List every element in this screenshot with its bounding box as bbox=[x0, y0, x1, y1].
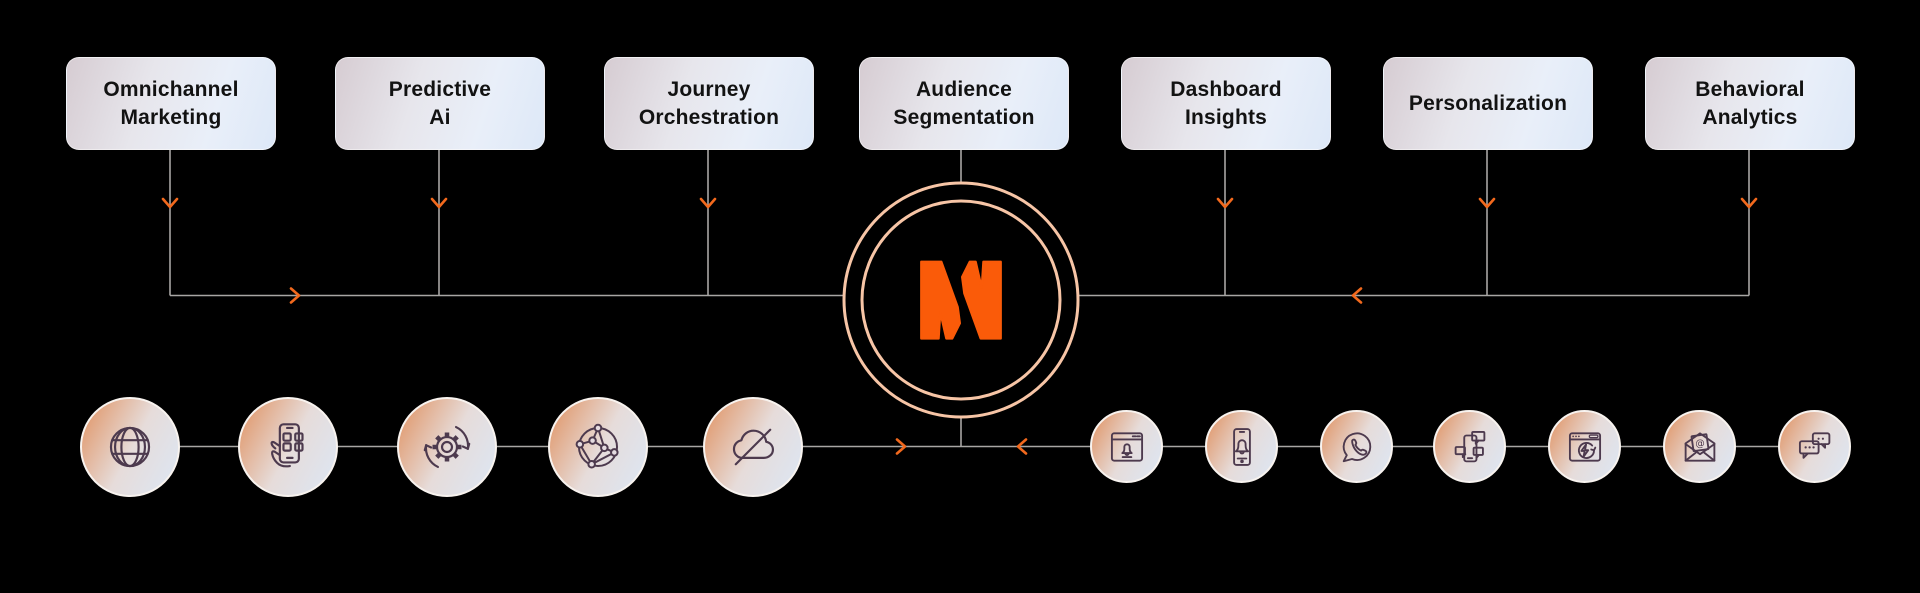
feature-label: Personalization bbox=[1408, 91, 1568, 115]
medallion-whatsapp bbox=[1320, 410, 1393, 483]
down-arrow bbox=[161, 197, 179, 209]
orange-arrows bbox=[161, 197, 1758, 455]
whatsapp-icon bbox=[1342, 431, 1371, 462]
medallion-mobile-app bbox=[238, 397, 338, 497]
amp-browser-icon bbox=[1568, 431, 1601, 462]
feature-label: Behavioral Analytics bbox=[1695, 77, 1805, 129]
feature-box-audience-segmentation: Audience Segmentation bbox=[859, 57, 1069, 150]
right-arrow bbox=[289, 287, 301, 304]
app-push-icon bbox=[1232, 427, 1251, 466]
medallion-website bbox=[80, 397, 180, 497]
mobile-app-icon bbox=[270, 423, 304, 468]
in-app-message-icon bbox=[1454, 430, 1485, 462]
left-arrow bbox=[1351, 287, 1363, 304]
medallion-network bbox=[548, 397, 648, 497]
globe-icon bbox=[109, 426, 151, 468]
medallion-amp-browser bbox=[1548, 410, 1621, 483]
chat-sms-icon bbox=[1798, 431, 1830, 459]
feature-label: Journey Orchestration bbox=[638, 77, 780, 129]
feature-box-journey-orchestration: Journey Orchestration bbox=[604, 57, 814, 150]
hub-inner-ring bbox=[860, 199, 1062, 401]
gray-connectors bbox=[130, 148, 1815, 448]
feature-label: Omnichannel Marketing bbox=[103, 77, 239, 129]
offline-cloud-icon bbox=[732, 428, 775, 466]
medallion-app-push bbox=[1205, 410, 1278, 483]
hub-outer-ring bbox=[842, 181, 1080, 419]
netcore-n-logo bbox=[920, 260, 1002, 340]
feature-box-omnichannel-marketing: Omnichannel Marketing bbox=[66, 57, 276, 150]
email-icon: @ bbox=[1684, 431, 1715, 462]
web-push-icon bbox=[1110, 431, 1143, 462]
network-icon bbox=[575, 423, 619, 469]
hub-rings bbox=[842, 181, 1080, 419]
left-arrow bbox=[1016, 438, 1028, 455]
svg-text:@: @ bbox=[1695, 438, 1704, 449]
medallion-chat-sms bbox=[1778, 410, 1851, 483]
feature-label: Predictive Ai bbox=[388, 77, 492, 129]
down-arrow bbox=[1740, 197, 1758, 209]
down-arrow bbox=[1478, 197, 1496, 209]
down-arrow bbox=[1216, 197, 1234, 209]
medallion-offline-cloud bbox=[703, 397, 803, 497]
down-arrow bbox=[699, 197, 717, 209]
feature-box-personalization: Personalization bbox=[1383, 57, 1593, 150]
medallion-automation bbox=[397, 397, 497, 497]
right-arrow bbox=[895, 438, 907, 455]
automation-gear-icon bbox=[423, 425, 471, 469]
medallion-web-push bbox=[1090, 410, 1163, 483]
feature-box-behavioral-analytics: Behavioral Analytics bbox=[1645, 57, 1855, 150]
medallion-in-app-message bbox=[1433, 410, 1506, 483]
feature-label: Audience Segmentation bbox=[893, 77, 1035, 129]
feature-label: Dashboard Insights bbox=[1170, 77, 1282, 129]
feature-box-predictive-ai: Predictive Ai bbox=[335, 57, 545, 150]
down-arrow bbox=[430, 197, 448, 209]
feature-box-dashboard-insights: Dashboard Insights bbox=[1121, 57, 1331, 150]
medallion-email: @ bbox=[1663, 410, 1736, 483]
